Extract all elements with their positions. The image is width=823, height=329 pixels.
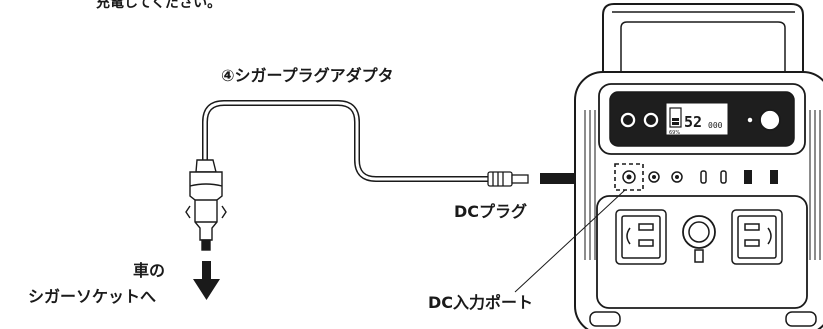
lcd-small-digits: 000: [708, 121, 723, 130]
cigar-plug-icon: [185, 159, 227, 251]
power-station-device: [574, 3, 823, 329]
lcd-percent: 69%: [669, 130, 680, 136]
cigar-plug-adapter-label: ④シガープラグアダプタ: [221, 66, 394, 85]
dc-plug-label: DCプラグ: [454, 202, 528, 221]
adapter-cable: [202, 100, 498, 182]
dc-port-leader-line: [514, 189, 626, 293]
down-arrow-icon: [193, 261, 220, 300]
car-socket-label-line1: 車の: [133, 261, 166, 280]
dc-input-port-label: DC入力ポート: [428, 293, 534, 312]
instruction-text-fragment: 充電してください。: [96, 0, 222, 11]
car-socket-label-line2: シガーソケットへ: [28, 287, 157, 306]
dc-plug: [487, 171, 529, 187]
lcd-main-digits: 52: [684, 113, 702, 131]
